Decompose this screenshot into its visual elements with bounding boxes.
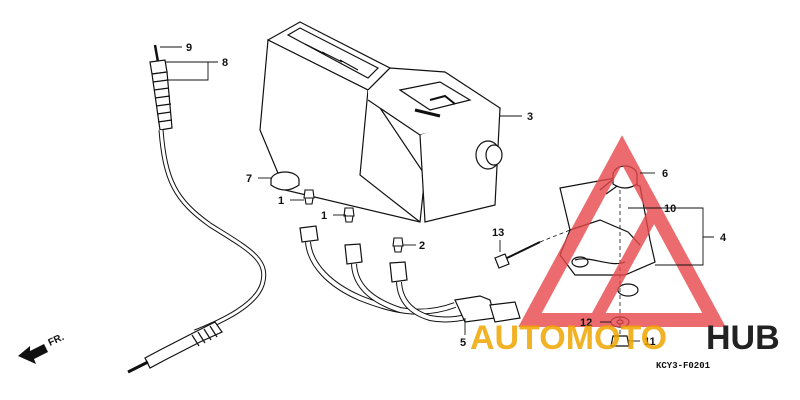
figure-code: KCY3-F0201	[656, 361, 711, 371]
watermark-text-hub: HUB	[706, 319, 780, 357]
callout-1b: 1	[321, 210, 327, 222]
callout-13: 13	[492, 227, 504, 239]
callout-3: 3	[527, 111, 533, 123]
meter-assembly	[259, 21, 503, 223]
front-direction-arrow: FR.	[18, 332, 66, 364]
bolt	[494, 241, 541, 269]
callout-5: 5	[460, 337, 466, 349]
callout-11: 11	[644, 336, 656, 348]
watermark-logo	[518, 135, 726, 327]
callout-6: 6	[662, 168, 668, 180]
callout-4: 4	[720, 232, 727, 244]
direction-label: FR.	[47, 332, 66, 349]
speedometer-cable	[127, 44, 267, 374]
bulbs	[303, 189, 404, 253]
nut	[610, 335, 630, 347]
callout-2: 2	[419, 240, 425, 252]
callout-10: 10	[664, 203, 676, 215]
leader-lines	[160, 46, 714, 342]
callout-8: 8	[222, 57, 228, 69]
wire-harness	[299, 225, 521, 323]
callout-7: 7	[246, 173, 252, 185]
callout-12: 12	[580, 317, 592, 329]
callout-1a: 1	[278, 195, 284, 207]
watermark-text-automoto: AUTOMOTO	[470, 319, 667, 357]
callout-9: 9	[186, 42, 192, 54]
grommet	[270, 171, 300, 191]
